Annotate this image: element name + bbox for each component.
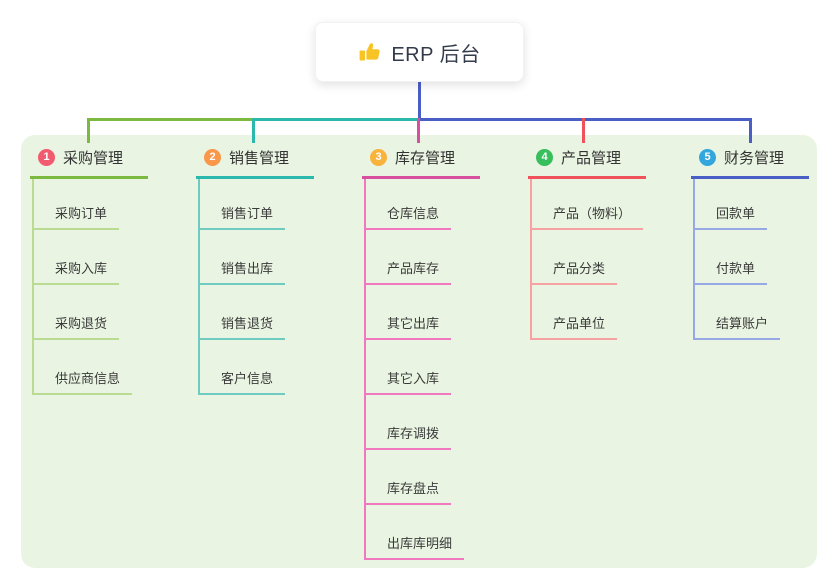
bus-line-finance bbox=[418, 118, 752, 121]
branch-finance-header[interactable]: 5 财务管理 bbox=[691, 147, 809, 179]
node-stock-transfer[interactable]: 库存调拨 bbox=[364, 423, 452, 450]
node-warehouse-info[interactable]: 仓库信息 bbox=[364, 203, 452, 230]
node-product-unit[interactable]: 产品单位 bbox=[530, 313, 618, 340]
branch-product-title: 产品管理 bbox=[561, 150, 622, 167]
node-stock-count[interactable]: 库存盘点 bbox=[364, 478, 452, 505]
branch-purchase-header[interactable]: 1 采购管理 bbox=[30, 147, 148, 179]
bus-line-sales bbox=[253, 118, 418, 121]
root-title: ERP 后台 bbox=[391, 43, 481, 66]
node-payment-bill[interactable]: 付款单 bbox=[693, 258, 768, 285]
node-product-category[interactable]: 产品分类 bbox=[530, 258, 618, 285]
node-sales-outbound[interactable]: 销售出库 bbox=[198, 258, 286, 285]
branch-finance: 5 财务管理 回款单 付款单 结算账户 bbox=[691, 147, 809, 340]
branch-leg-inventory bbox=[417, 118, 420, 143]
node-sales-order[interactable]: 销售订单 bbox=[198, 203, 286, 230]
branch-inventory: 3 库存管理 仓库信息 产品库存 其它出库 其它入库 库存调拨 库存盘点 出库库… bbox=[362, 147, 480, 560]
branch-inventory-header[interactable]: 3 库存管理 bbox=[362, 147, 480, 179]
node-other-inbound[interactable]: 其它入库 bbox=[364, 368, 452, 395]
branch-inventory-children: 仓库信息 产品库存 其它出库 其它入库 库存调拨 库存盘点 出库库明细 bbox=[362, 179, 480, 560]
node-purchase-return[interactable]: 采购退货 bbox=[32, 313, 120, 340]
node-other-outbound[interactable]: 其它出库 bbox=[364, 313, 452, 340]
branch-leg-finance bbox=[749, 118, 752, 143]
branch-inventory-title: 库存管理 bbox=[395, 150, 456, 167]
root-node[interactable]: ERP 后台 bbox=[315, 22, 524, 82]
branch-purchase-children: 采购订单 采购入库 采购退货 供应商信息 bbox=[30, 179, 148, 395]
node-receipt-bill[interactable]: 回款单 bbox=[693, 203, 768, 230]
branch-finance-title: 财务管理 bbox=[724, 150, 785, 167]
node-customer-info[interactable]: 客户信息 bbox=[198, 368, 286, 395]
thumbs-up-icon bbox=[358, 40, 382, 64]
badge-1: 1 bbox=[38, 149, 55, 166]
branches-background-panel bbox=[21, 135, 817, 568]
branch-product-children: 产品（物料） 产品分类 产品单位 bbox=[528, 179, 646, 340]
node-product-material[interactable]: 产品（物料） bbox=[530, 203, 644, 230]
bus-line-purchase bbox=[87, 118, 253, 121]
branch-sales: 2 销售管理 销售订单 销售出库 销售退货 客户信息 bbox=[196, 147, 314, 395]
branch-purchase: 1 采购管理 采购订单 采购入库 采购退货 供应商信息 bbox=[30, 147, 148, 395]
branch-sales-title: 销售管理 bbox=[229, 150, 290, 167]
node-stock-detail[interactable]: 出库库明细 bbox=[364, 533, 465, 560]
node-sales-return[interactable]: 销售退货 bbox=[198, 313, 286, 340]
branch-purchase-title: 采购管理 bbox=[63, 150, 124, 167]
branch-sales-header[interactable]: 2 销售管理 bbox=[196, 147, 314, 179]
branch-sales-children: 销售订单 销售出库 销售退货 客户信息 bbox=[196, 179, 314, 395]
node-supplier-info[interactable]: 供应商信息 bbox=[32, 368, 133, 395]
badge-2: 2 bbox=[204, 149, 221, 166]
node-product-stock[interactable]: 产品库存 bbox=[364, 258, 452, 285]
badge-4: 4 bbox=[536, 149, 553, 166]
node-settlement-account[interactable]: 结算账户 bbox=[693, 313, 781, 340]
node-purchase-inbound[interactable]: 采购入库 bbox=[32, 258, 120, 285]
root-connector-line bbox=[418, 81, 421, 118]
branch-product-header[interactable]: 4 产品管理 bbox=[528, 147, 646, 179]
branch-leg-purchase bbox=[87, 118, 90, 143]
badge-5: 5 bbox=[699, 149, 716, 166]
branch-leg-sales bbox=[252, 118, 255, 143]
badge-3: 3 bbox=[370, 149, 387, 166]
branch-leg-product bbox=[582, 118, 585, 143]
branch-finance-children: 回款单 付款单 结算账户 bbox=[691, 179, 809, 340]
node-purchase-order[interactable]: 采购订单 bbox=[32, 203, 120, 230]
branch-product: 4 产品管理 产品（物料） 产品分类 产品单位 bbox=[528, 147, 646, 340]
